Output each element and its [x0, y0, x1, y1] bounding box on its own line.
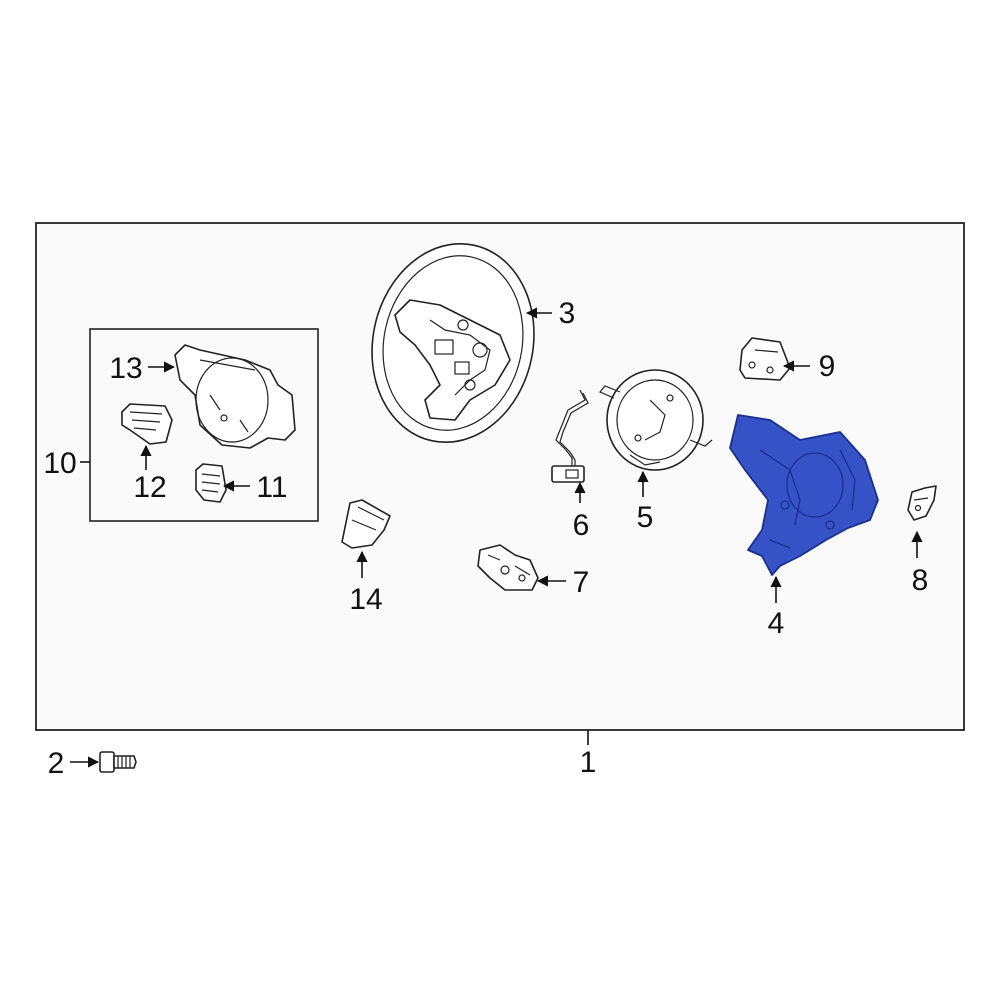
callout-4: 4 — [768, 607, 785, 640]
callout-5: 5 — [637, 501, 654, 534]
clock-spring[interactable] — [599, 369, 713, 471]
mounting-clip[interactable] — [739, 337, 791, 381]
steering-bezel[interactable] — [174, 344, 296, 449]
trim-cover[interactable] — [341, 499, 391, 549]
callout-9: 9 — [819, 350, 836, 383]
mounting-bracket[interactable] — [477, 544, 539, 591]
callout-2: 2 — [48, 747, 65, 780]
callout-3: 3 — [559, 297, 576, 330]
callout-14: 14 — [349, 583, 382, 616]
callout-7: 7 — [573, 566, 590, 599]
steering-wheel[interactable] — [354, 229, 552, 458]
control-switch-left[interactable] — [121, 403, 173, 445]
callout-1: 1 — [580, 746, 597, 779]
control-switch-right[interactable] — [195, 463, 227, 503]
callout-10: 10 — [43, 447, 76, 480]
callout-13: 13 — [109, 352, 142, 385]
callout-11: 11 — [256, 471, 287, 504]
lower-cover-highlighted[interactable] — [729, 414, 879, 576]
callout-8: 8 — [912, 564, 929, 597]
callout-6: 6 — [573, 509, 590, 542]
callout-12: 12 — [133, 471, 166, 504]
wiring-harness[interactable] — [551, 389, 589, 483]
bolt[interactable] — [99, 751, 137, 773]
side-clip[interactable] — [907, 485, 937, 521]
